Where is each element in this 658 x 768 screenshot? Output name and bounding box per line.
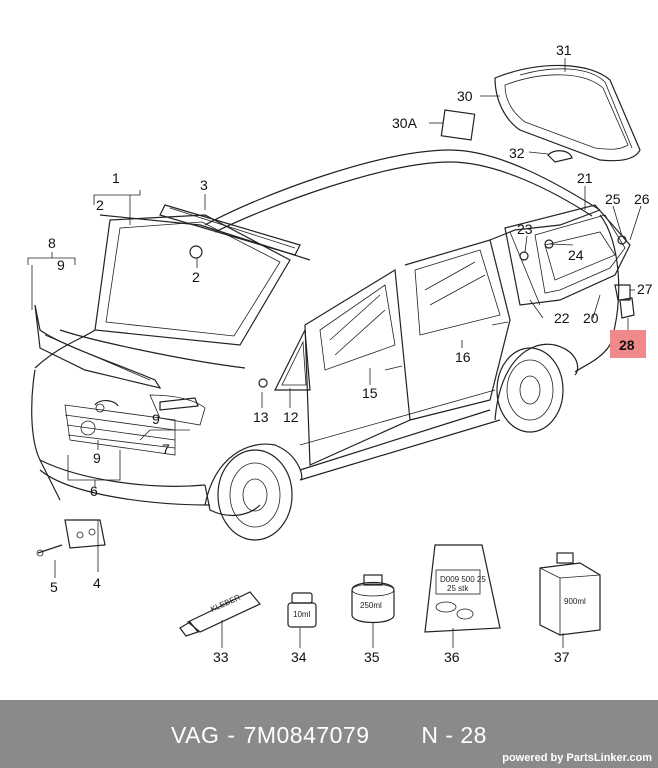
tube-label: KLEBER	[209, 593, 242, 614]
wiper-32	[547, 150, 573, 163]
callout: 9	[152, 411, 160, 427]
callout: 35	[364, 649, 380, 665]
callout: 1	[112, 170, 120, 186]
brand-label: VAG	[171, 722, 220, 748]
callout: 12	[283, 409, 299, 425]
parts-diagram: KLEBER 10ml 250ml D009 500 25 25 stk 900…	[27, 42, 653, 665]
sticker-30a	[440, 109, 476, 141]
part-caption: VAG-7M0847079 N - 28	[0, 722, 658, 749]
position-label: N - 28	[421, 722, 487, 748]
callout: 3	[200, 177, 208, 193]
callout: 30	[457, 88, 473, 104]
bag-qty: 25 stk	[447, 584, 469, 593]
callout: 31	[556, 42, 572, 58]
callout: 20	[583, 310, 599, 326]
callout: 37	[554, 649, 570, 665]
bottle-label: 10ml	[293, 610, 311, 619]
callout: 30A	[392, 115, 418, 131]
leader-lines	[27, 58, 642, 648]
callout: 24	[568, 247, 584, 263]
callout: 2	[96, 197, 104, 213]
callout: 22	[554, 310, 570, 326]
callout: 9	[93, 450, 101, 466]
callout: 33	[213, 649, 229, 665]
separator: -	[227, 722, 236, 748]
callout: 4	[93, 575, 101, 591]
highlighted-callout: 28	[619, 337, 635, 353]
can-250ml: 250ml	[351, 574, 395, 624]
mirror-mount-2	[189, 245, 203, 259]
callout: 26	[634, 191, 650, 207]
callout: 15	[362, 385, 378, 401]
kleber-tube: KLEBER	[179, 591, 261, 637]
callout: 5	[50, 579, 58, 595]
callout: 27	[637, 281, 653, 297]
callout-labels: 1 2 3 2 8 9 9 7 9 6 4 5 13 12 15 16 30A …	[48, 42, 653, 665]
van-outline	[31, 149, 631, 541]
callout: 2	[192, 269, 200, 285]
callout: 25	[605, 191, 621, 207]
diagram-canvas: KLEBER 10ml 250ml D009 500 25 25 stk 900…	[27, 42, 653, 665]
rear-window	[494, 64, 641, 162]
callout: 7	[162, 441, 170, 457]
callout: 34	[291, 649, 307, 665]
callout: 23	[517, 221, 533, 237]
callout: 21	[577, 170, 593, 186]
bag-code: D009 500 25	[440, 575, 486, 584]
clip-27	[614, 284, 631, 301]
highlight-box	[610, 330, 646, 358]
bottle-10ml: 10ml	[287, 592, 317, 628]
bracket-28	[619, 297, 635, 319]
part-number: 7M0847079	[243, 722, 370, 748]
can-label: 250ml	[360, 601, 382, 610]
canister-label: 900ml	[564, 597, 586, 606]
callout: 32	[509, 145, 525, 161]
canister-900ml: 900ml	[539, 552, 601, 636]
callout: 16	[455, 349, 471, 365]
callout: 8	[48, 235, 56, 251]
callout: 36	[444, 649, 460, 665]
bag-kit: D009 500 25 25 stk	[424, 544, 501, 633]
callout: 6	[90, 483, 98, 499]
credit-link[interactable]: powered by PartsLinker.com	[502, 752, 652, 764]
callout: 9	[57, 257, 65, 273]
bracket-4	[36, 519, 106, 557]
footer-bar: VAG-7M0847079 N - 28 powered by PartsLin…	[0, 700, 658, 768]
callout: 13	[253, 409, 269, 425]
